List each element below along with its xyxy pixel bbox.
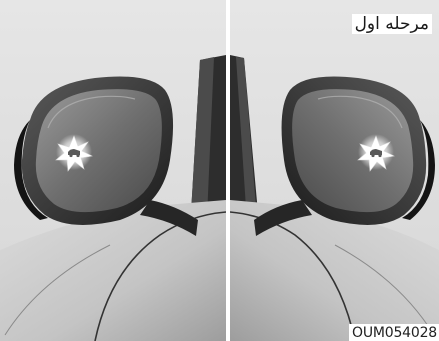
right-mirror-panel: مرحله اول OUM054028 (230, 0, 439, 341)
stage-label: مرحله اول (352, 14, 432, 34)
left-mirror-panel (0, 0, 226, 341)
left-mirror-drawing (0, 0, 226, 341)
image-code: OUM054028 (349, 324, 439, 341)
right-mirror-drawing (230, 0, 439, 341)
